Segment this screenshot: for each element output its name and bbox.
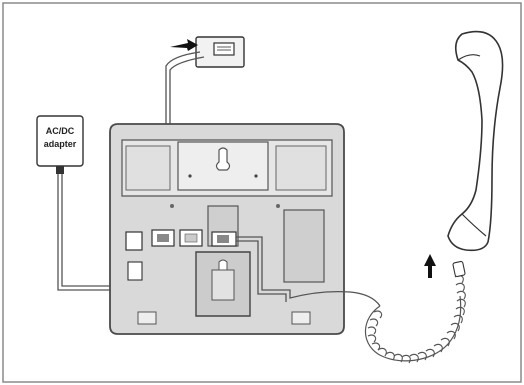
wall-jack: [195, 36, 245, 68]
line-cable: [165, 51, 205, 236]
handset: [447, 30, 504, 252]
adapter-label-line1: AC/DC: [46, 126, 75, 136]
power-port: [125, 231, 143, 251]
coiled-cord: [364, 274, 466, 364]
insert-arrow-wall-jack: [170, 39, 198, 51]
handset-cord-plug: [452, 260, 466, 278]
phone-base: [109, 123, 345, 335]
insert-arrow-handset: [424, 254, 436, 278]
ac-dc-adapter: AC/DC adapter: [36, 115, 84, 174]
handset-cord-straight: [236, 236, 381, 307]
vent-panel: [283, 209, 325, 283]
adapter-label-line2: adapter: [44, 139, 77, 149]
